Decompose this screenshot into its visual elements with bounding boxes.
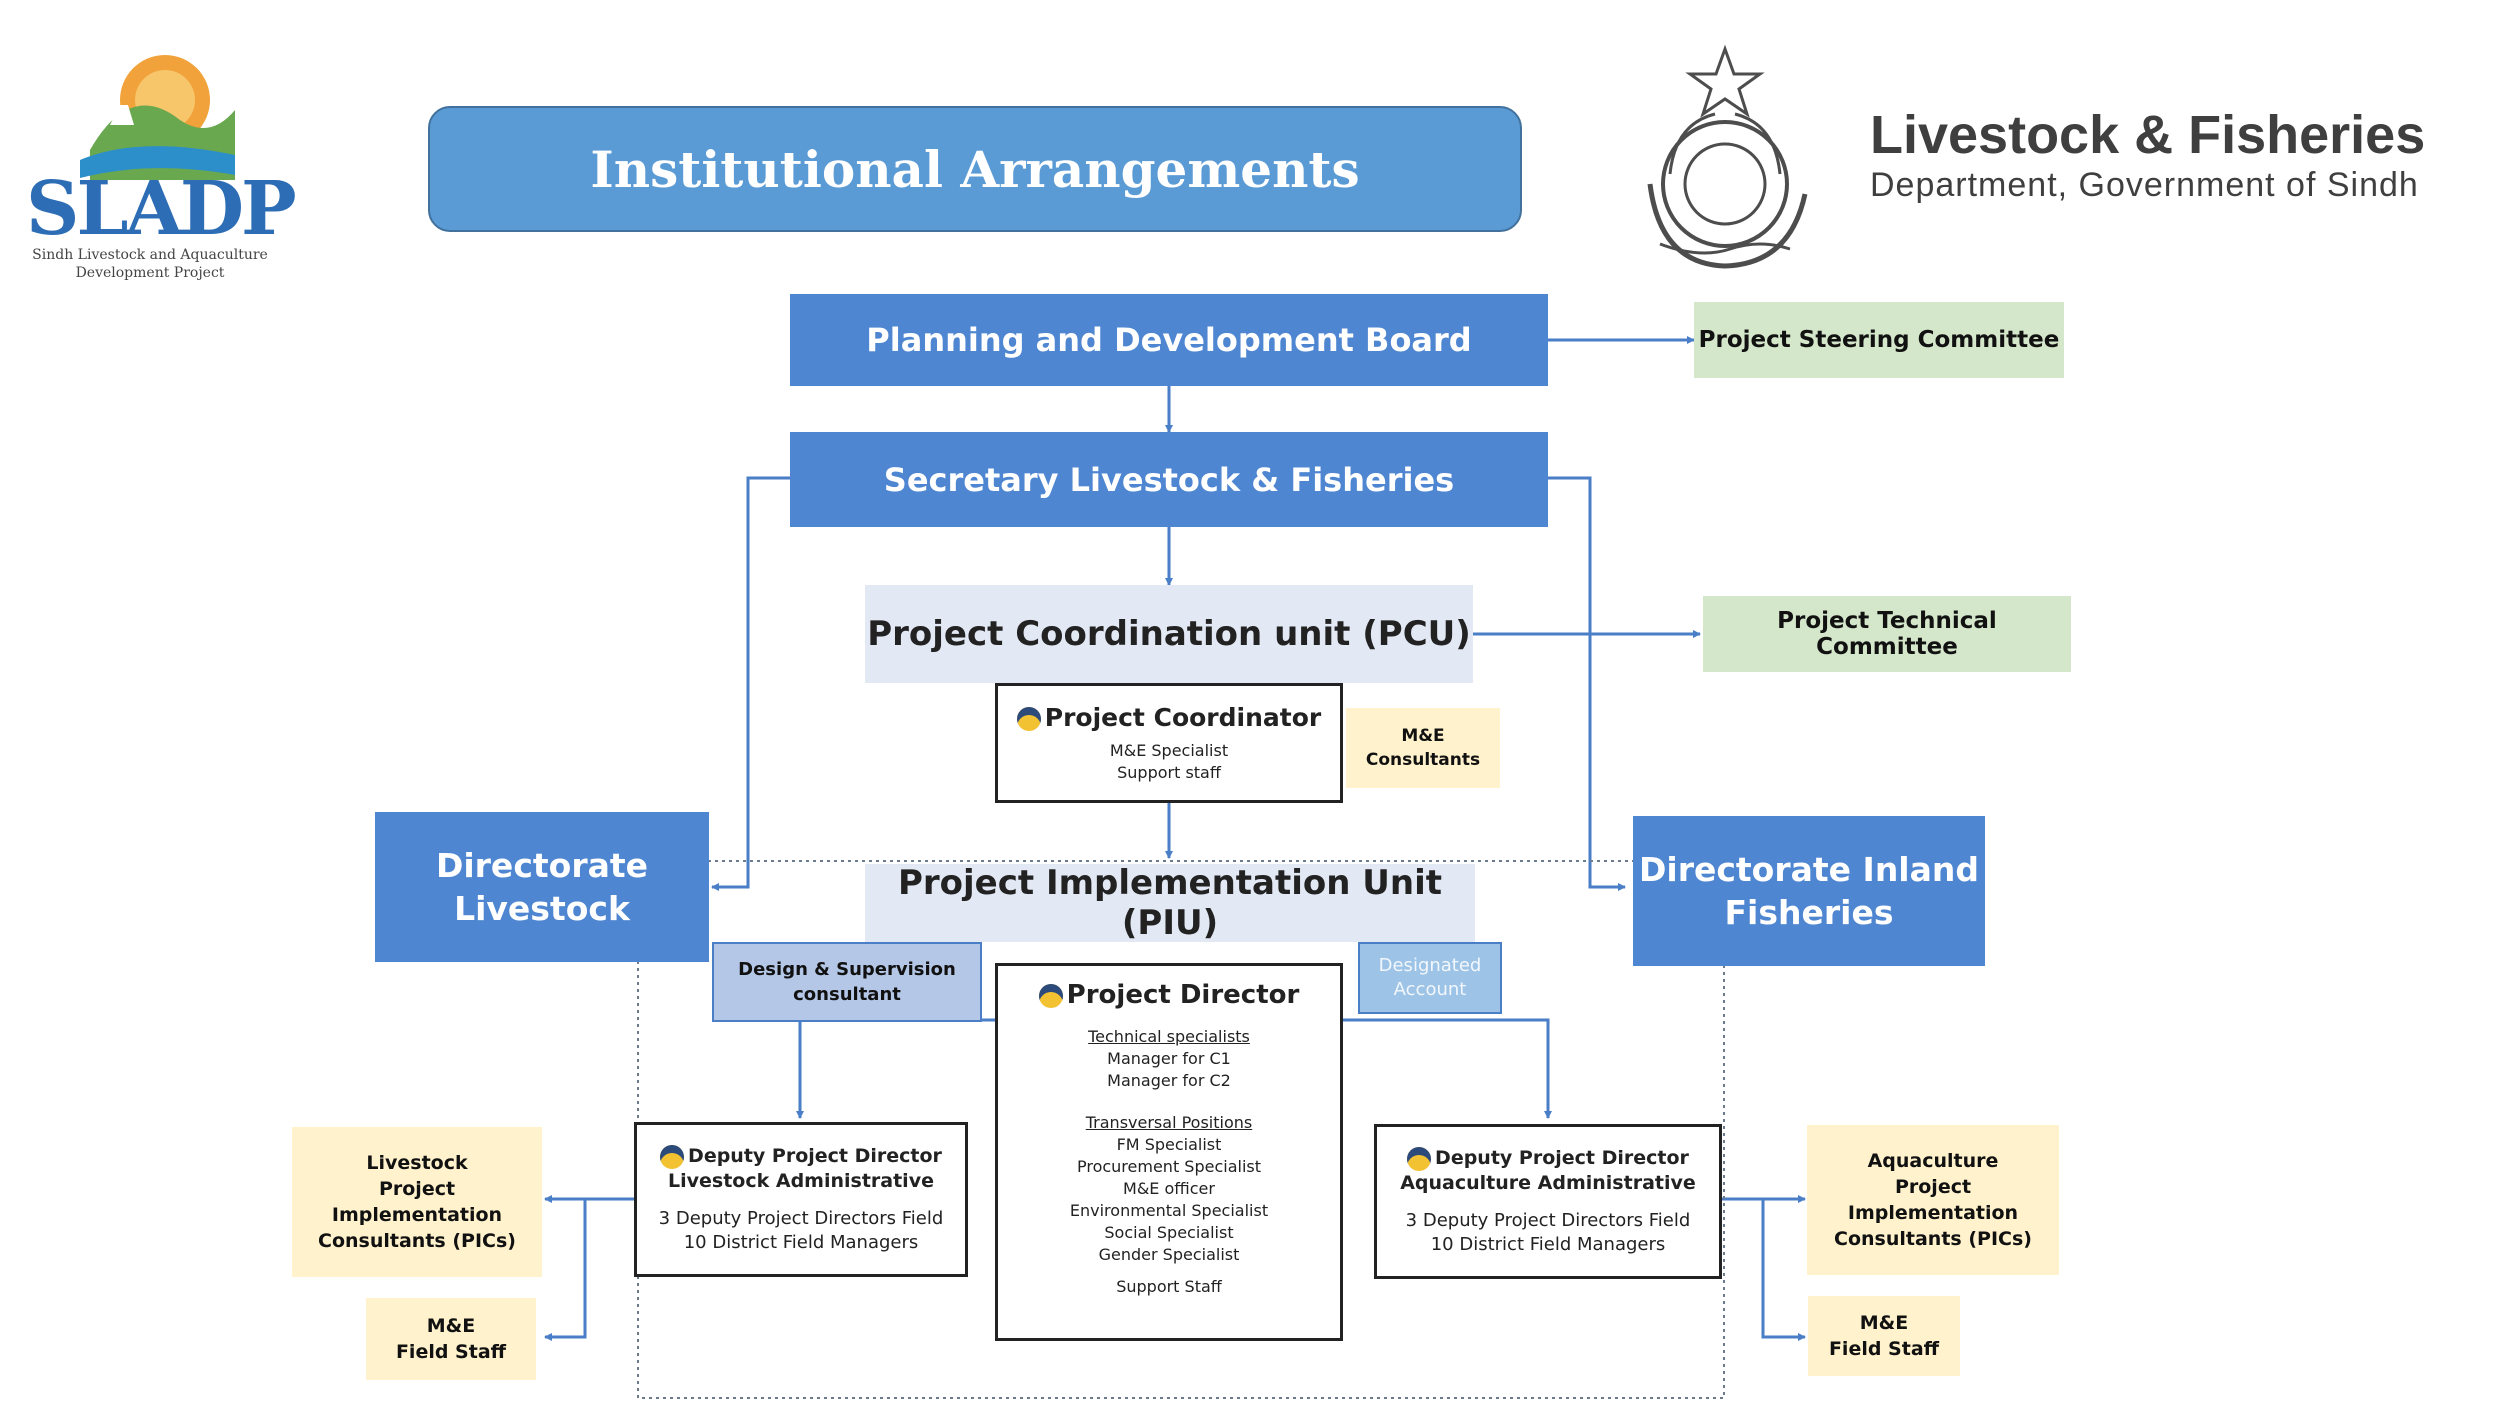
sladp-subtitle-line2: Development Project [75,265,225,281]
livestock-pics-line2: Project Implementation [331,1178,503,1226]
aquaculture-pics-box: Aquaculture Project Implementation Consu… [1807,1125,2059,1275]
dpd-livestock-line3: 3 Deputy Project Directors Field [658,1207,944,1229]
me-consultants-box: M&E Consultants [1346,708,1500,788]
secretary-livestock-fisheries: Secretary Livestock & Fisheries [790,432,1548,527]
design-consultant-line1: Design & Supervision [738,959,956,980]
arrow-secretary-to-fisheries [1548,476,1626,891]
directorate-livestock: Directorate Livestock [375,812,709,962]
sindh-government-emblem-icon [1647,44,1808,269]
design-supervision-consultant: Design & Supervision consultant [712,942,982,1022]
officer-icon [1407,1146,1432,1171]
directorate-fisheries-line1: Directorate Inland [1638,850,1980,889]
project-technical-committee: Project Technical Committee [1703,596,2071,672]
dpd-aquaculture-line3: 3 Deputy Project Directors Field [1405,1209,1691,1231]
dpd-aquaculture-box: Deputy Project Director Aquaculture Admi… [1374,1124,1722,1279]
trans-item-social: Social Specialist [1104,1223,1234,1242]
project-implementation-unit: Project Implementation Unit (PIU) [865,863,1475,943]
tech-item-c2: Manager for C2 [1107,1071,1231,1090]
dpd-aquaculture-line2: Aquaculture Administrative [1400,1171,1696,1194]
aquaculture-pics-line3: Consultants (PICs) [1834,1228,2032,1250]
directorate-inland-fisheries: Directorate Inland Fisheries [1633,816,1985,966]
dpd-aquaculture-line4: 10 District Field Managers [1430,1233,1666,1255]
project-coordinator-title: Project Coordinator [1016,702,1322,732]
livestock-pics-box: Livestock Project Implementation Consult… [292,1127,542,1277]
directorate-fisheries-line2: Fisheries [1724,893,1894,932]
me-field-left-line2: Field Staff [395,1341,507,1363]
technical-specialists-heading: Technical specialists [1088,1027,1250,1046]
arrow-director-to-dpd-livestock [796,1018,995,1119]
trans-item-me-officer: M&E officer [1123,1179,1215,1198]
design-consultant-line2: consultant [793,984,901,1005]
designated-account-line2: Account [1393,979,1467,1000]
arrow-dpd-aquaculture-to-me [1761,1199,1806,1341]
trans-item-gender: Gender Specialist [1098,1245,1240,1264]
aquaculture-pics-line2: Project Implementation [1847,1176,2019,1224]
officer-icon [1038,983,1063,1008]
dpd-livestock-title: Deputy Project Director [660,1144,942,1169]
directorate-livestock-line1: Directorate [435,846,649,885]
trans-item-procurement: Procurement Specialist [1076,1157,1262,1176]
dpd-livestock-line2: Livestock Administrative [668,1169,934,1192]
officer-icon [1016,706,1041,731]
project-coordination-unit: Project Coordination unit (PCU) [865,585,1473,683]
project-director-box: Project Director Technical specialists M… [995,963,1343,1341]
trans-item-environmental: Environmental Specialist [1069,1201,1269,1220]
me-consultants-line2: Consultants [1365,750,1481,770]
transversal-positions-heading: Transversal Positions [1085,1113,1253,1132]
project-director-label: Project Director [1066,980,1300,1010]
dpd-livestock-box: Deputy Project Director Livestock Admini… [634,1122,968,1277]
aquaculture-pics-line1: Aquaculture [1867,1150,1999,1172]
arrow-director-to-dpd-aquaculture [1343,1018,1552,1119]
me-field-right-line1: M&E [1859,1312,1909,1334]
coordinator-line-2: Support staff [1117,762,1221,782]
sladp-logo-subtitle: Sindh Livestock and Aquaculture Developm… [20,246,280,282]
department-title: Livestock & Fisheries [1870,105,2426,165]
sladp-emblem-icon [80,55,235,180]
me-field-right-line2: Field Staff [1828,1338,1940,1360]
designated-account: Designated Account [1358,942,1502,1014]
sladp-subtitle-line1: Sindh Livestock and Aquaculture [32,247,268,263]
livestock-pics-line3: Consultants (PICs) [318,1230,516,1252]
sladp-logo-text: SLADP [26,166,297,252]
arrow-secretary-to-livestock [711,476,790,891]
project-steering-committee: Project Steering Committee [1694,302,2064,378]
dpd-livestock-line4: 10 District Field Managers [683,1231,919,1253]
dpd-aquaculture-title: Deputy Project Director [1407,1146,1689,1171]
dpd-aquaculture-line1: Deputy Project Director [1435,1147,1689,1170]
planning-development-board: Planning and Development Board [790,294,1548,386]
trans-item-fm: FM Specialist [1116,1135,1222,1154]
coordinator-line-1: M&E Specialist [1109,740,1229,760]
directorate-livestock-line2: Livestock [454,889,630,928]
department-subtitle: Department, Government of Sindh [1870,166,2419,204]
director-support-staff: Support Staff [1116,1277,1222,1296]
officer-icon [660,1144,685,1169]
tech-item-c1: Manager for C1 [1107,1049,1231,1068]
livestock-pics-line1: Livestock [366,1152,468,1174]
project-coordinator-box: Project Coordinator M&E Specialist Suppo… [995,683,1343,803]
me-field-left-line1: M&E [426,1315,476,1337]
dpd-livestock-line1: Deputy Project Director [688,1145,942,1168]
me-consultants-line1: M&E [1401,726,1445,746]
designated-account-line1: Designated [1378,955,1482,976]
page-title: Institutional Arrangements [428,106,1522,232]
arrow-dpd-livestock-to-me [544,1199,587,1341]
me-field-staff-right: M&E Field Staff [1808,1296,1960,1376]
project-coordinator-label: Project Coordinator [1044,702,1322,732]
sladp-logo: SLADP Sindh Livestock and Aquaculture De… [20,40,297,290]
project-director-title: Project Director [998,980,1340,1010]
me-field-staff-left: M&E Field Staff [366,1298,536,1380]
